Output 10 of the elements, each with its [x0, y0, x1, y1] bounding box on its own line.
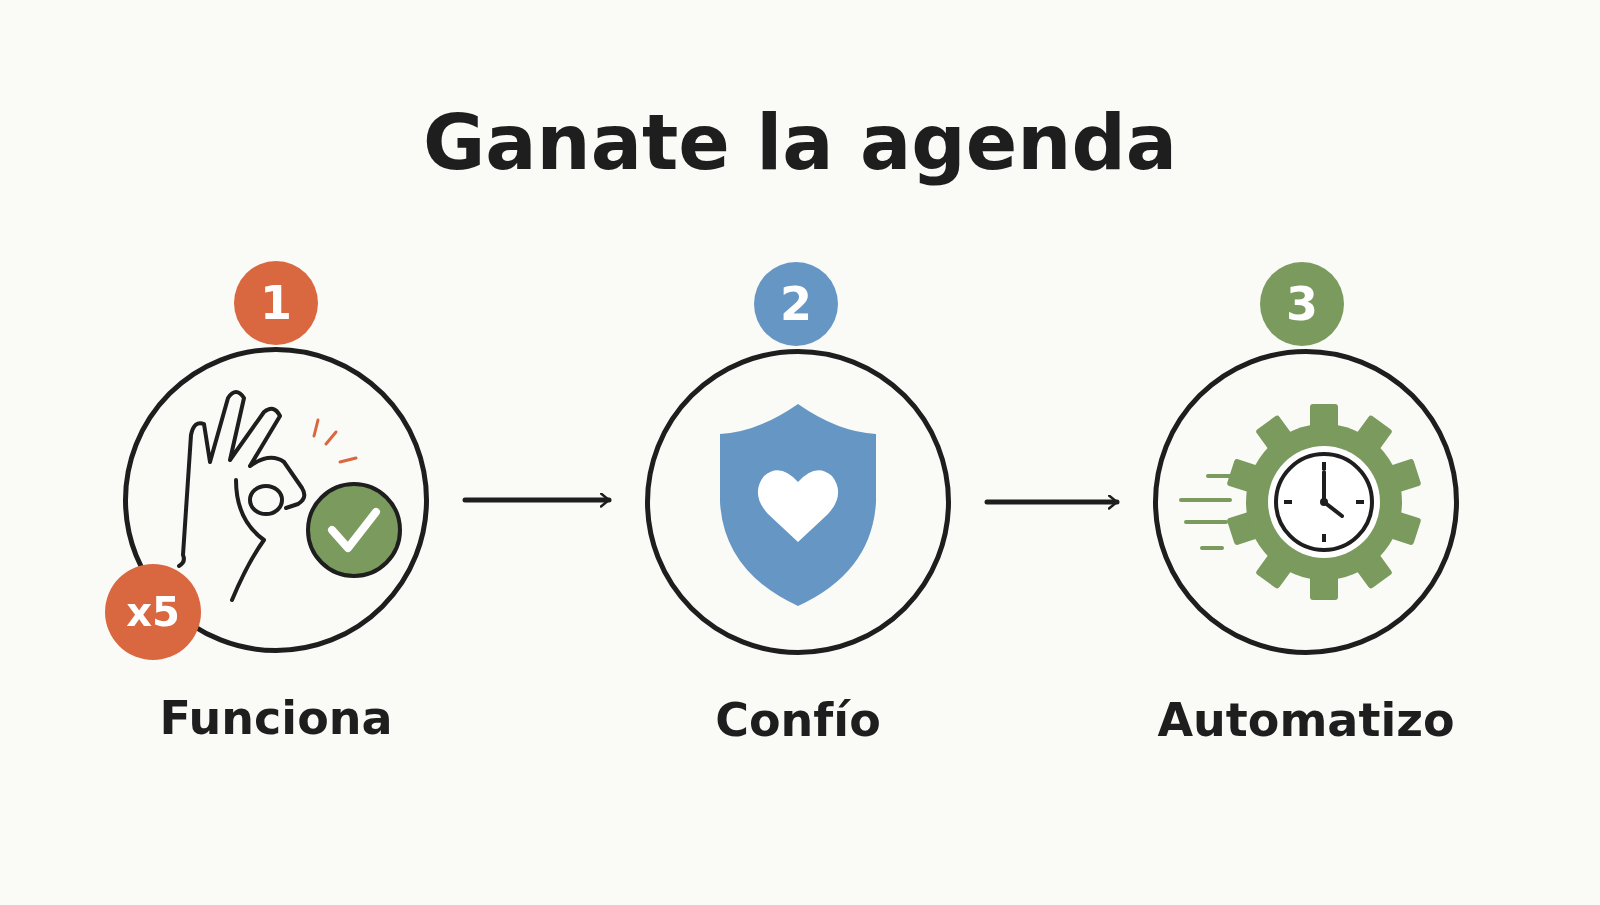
step-label: Automatizo [1157, 693, 1455, 747]
step-label: Funciona [159, 691, 393, 745]
step-number-badge: 3 [1260, 262, 1344, 346]
step-number-badge: x5 [105, 564, 201, 660]
step-label: Confío [715, 693, 881, 747]
step-number-badge: 2 [754, 262, 838, 346]
step-number-badge: 1 [234, 261, 318, 345]
title: Ganate la agenda [421, 98, 1179, 187]
arrow [984, 494, 1120, 510]
arrow [462, 492, 612, 508]
